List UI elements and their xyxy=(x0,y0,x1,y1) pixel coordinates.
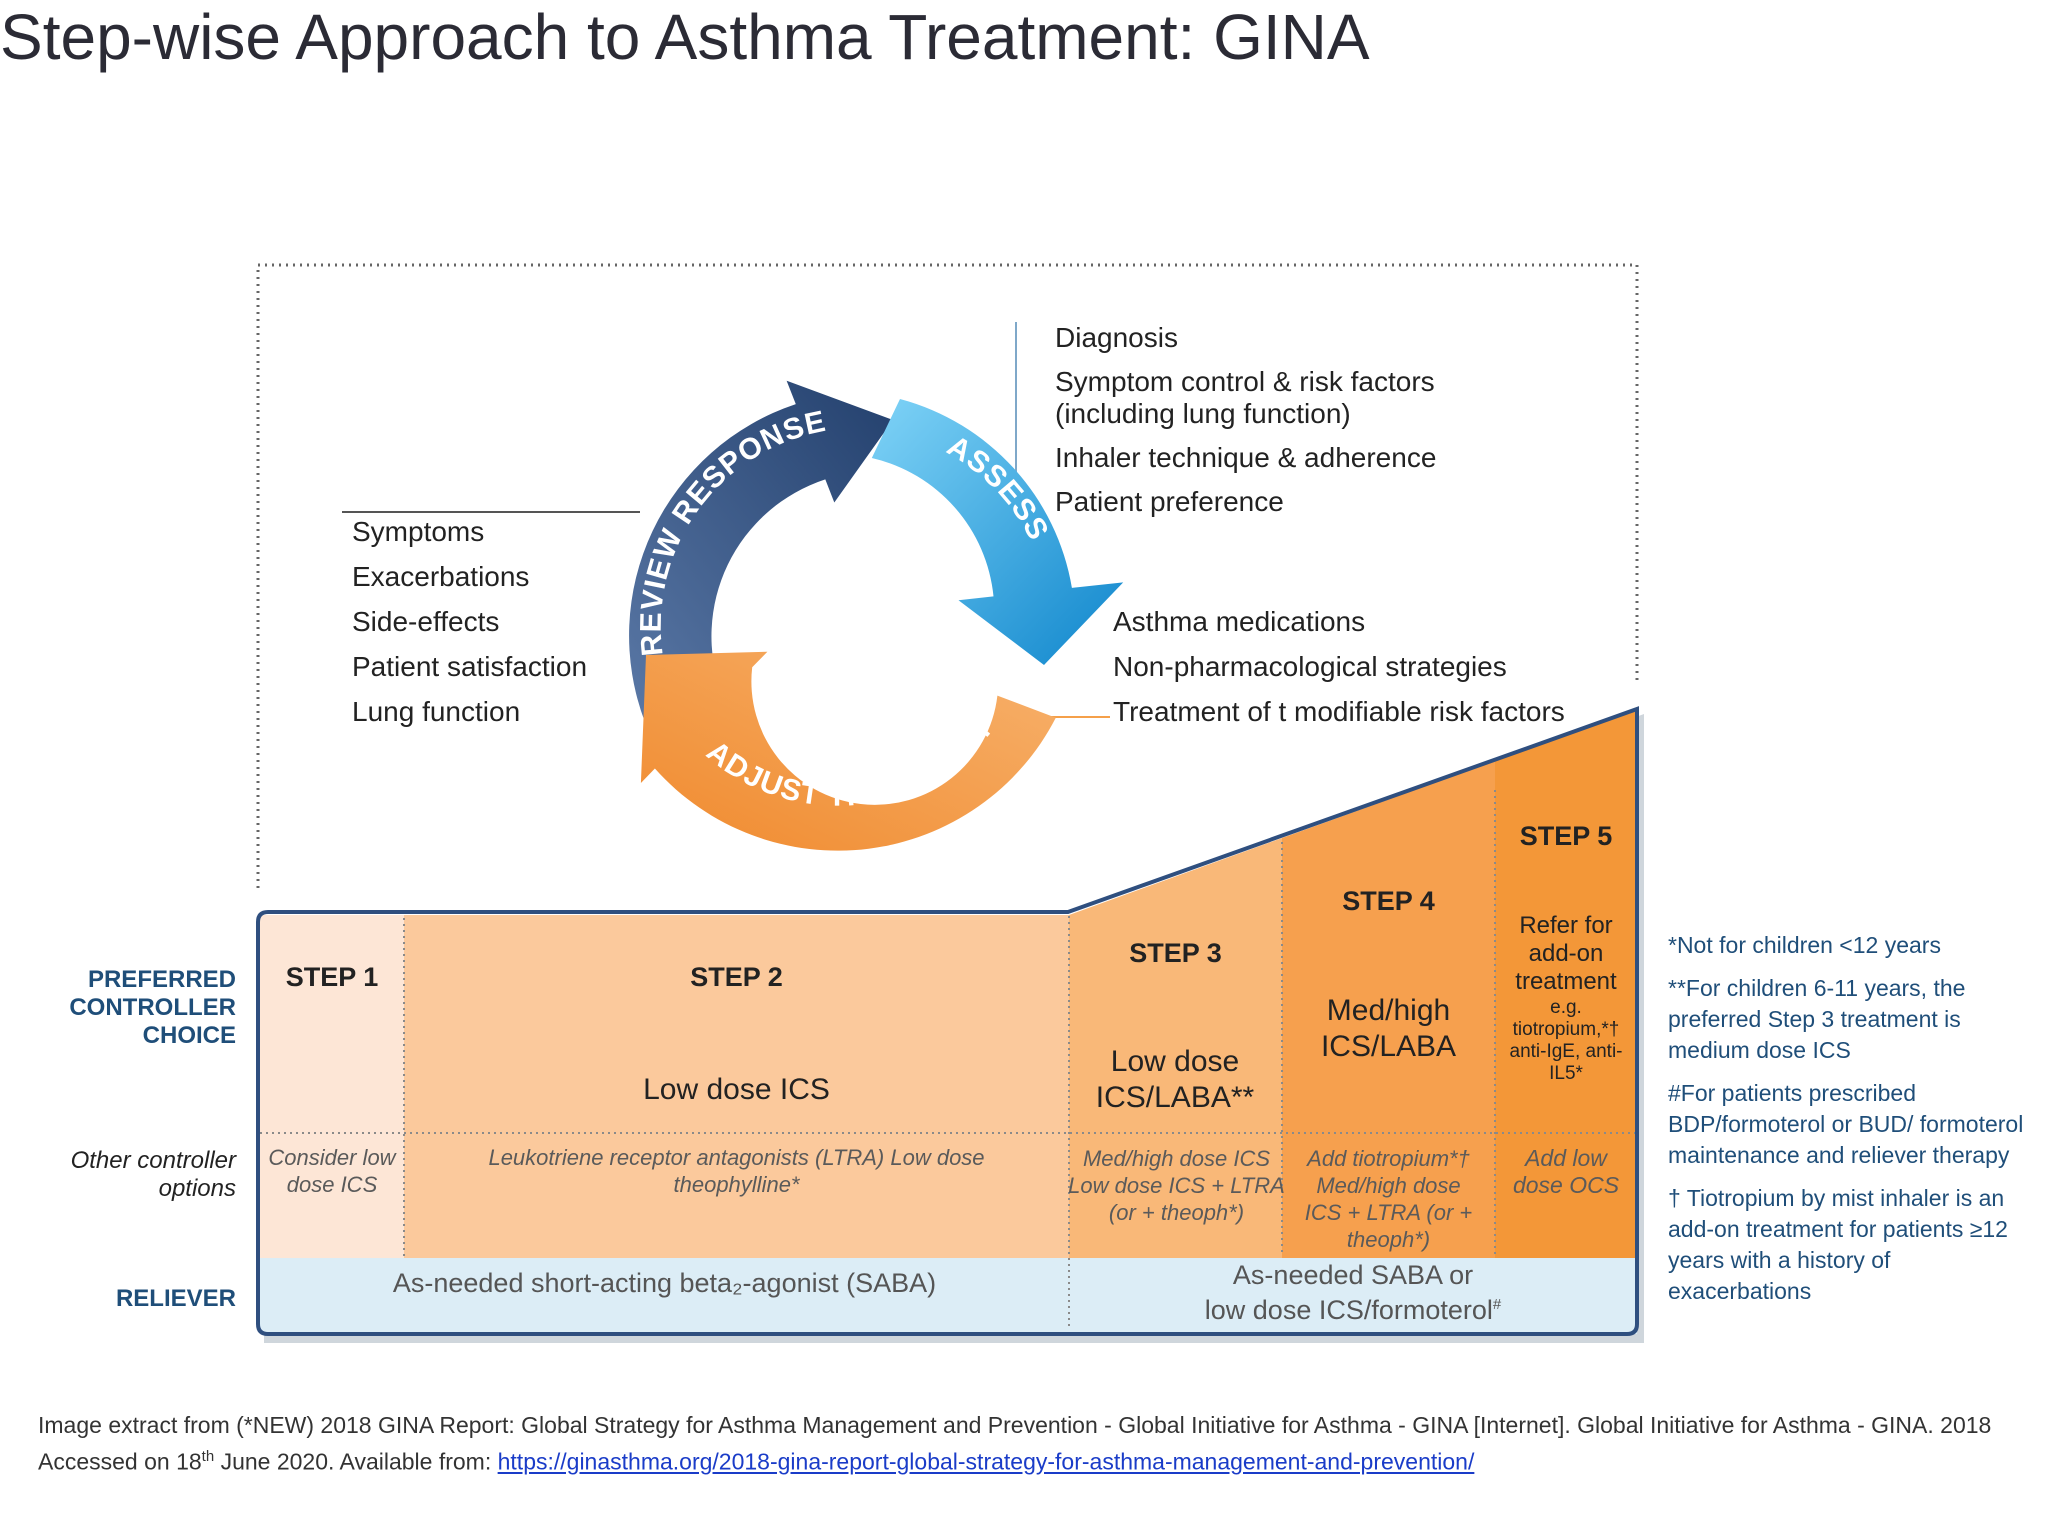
step2-fill xyxy=(404,915,1069,1258)
footnote: **For children 6-11 years, the preferred… xyxy=(1668,975,1966,1063)
footnote: † Tiotropium by mist inhaler is an add-o… xyxy=(1668,1185,2008,1304)
step4-title: STEP 4 xyxy=(1342,886,1435,916)
step5-preferred-detail: e.g. tiotropium,*† anti-IgE, anti-IL5* xyxy=(1509,997,1623,1084)
reliever-right-text: low dose ICS/formoterol xyxy=(1204,1295,1493,1325)
citation-text: Image extract from (*NEW) 2018 GINA Repo… xyxy=(38,1412,1992,1475)
row-label-preferred: PREFERRED CONTROLLER CHOICE xyxy=(69,966,236,1049)
review-item: Exacerbations xyxy=(352,561,530,592)
review-item: Patient satisfaction xyxy=(352,651,588,682)
step5-other: Add low dose OCS xyxy=(1512,1145,1620,1198)
reliever-row xyxy=(260,1258,1637,1334)
reliever-right-line1: As-needed SABA or xyxy=(1232,1260,1474,1290)
step1-other: Consider low dose ICS xyxy=(268,1145,396,1197)
review-item: Symptoms xyxy=(352,516,485,547)
step1-fill xyxy=(260,915,404,1258)
step5-fill xyxy=(1495,709,1637,1258)
review-list: Symptoms Exacerbations Side-effects Pati… xyxy=(352,516,652,741)
step4-other: Add tiotropium*† Med/high dose ICS + LTR… xyxy=(1304,1146,1473,1252)
citation-sup: th xyxy=(201,1448,215,1465)
reliever-left: As-needed short-acting beta₂-agonist (SA… xyxy=(392,1268,937,1298)
step5-preferred: Refer for add-on treatment xyxy=(1515,912,1617,995)
reliever-right-mark: # xyxy=(1492,1296,1502,1313)
assess-item: Diagnosis xyxy=(1055,322,1178,353)
citation-link[interactable]: https://ginasthma.org/2018-gina-report-g… xyxy=(497,1448,1475,1475)
assess-list: Diagnosis Symptom control & risk factors… xyxy=(1055,322,1475,530)
reliever-right-line2: low dose ICS/formoterol# xyxy=(1071,1290,1635,1325)
source-citation: Image extract from (*NEW) 2018 GINA Repo… xyxy=(38,1410,1998,1478)
step3-other: Med/high dose ICS Low dose ICS + LTRA (o… xyxy=(1068,1146,1285,1225)
citation-text-2: June 2020. Available from: xyxy=(214,1448,498,1475)
reliever-right: As-needed SABA or low dose ICS/formotero… xyxy=(1071,1260,1635,1325)
step5-title: STEP 5 xyxy=(1519,821,1613,851)
adjust-item: Asthma medications xyxy=(1113,606,1366,637)
step1-title: STEP 1 xyxy=(285,962,379,992)
review-response-arrow xyxy=(629,380,893,722)
adjust-item: Treatment of t modifiable risk factors xyxy=(1113,696,1565,727)
step4-preferred: Med/high ICS/LABA xyxy=(1320,994,1457,1063)
step2-preferred: Low dose ICS xyxy=(643,1073,830,1106)
assess-item: Patient preference xyxy=(1055,486,1284,517)
row-label-other: Other controller options xyxy=(70,1147,236,1202)
slide-title: Step-wise Approach to Asthma Treatment: … xyxy=(0,1,1370,73)
step3-title: STEP 3 xyxy=(1129,938,1222,968)
footnotes: *Not for children <12 years **For childr… xyxy=(1668,930,2038,1319)
review-item: Lung function xyxy=(352,696,521,727)
assess-item: Inhaler technique & adherence xyxy=(1055,442,1437,473)
assess-arrow xyxy=(871,399,1124,665)
row-label-reliever: RELIEVER xyxy=(115,1285,236,1312)
step3-fill xyxy=(1069,838,1282,1258)
assess-item: Symptom control & risk factors (includin… xyxy=(1055,366,1435,429)
step2-title: STEP 2 xyxy=(690,962,783,992)
review-item: Side-effects xyxy=(352,606,500,637)
step3-preferred: Low dose ICS/LABA** xyxy=(1095,1045,1255,1114)
adjust-list: Asthma medications Non-pharmacological s… xyxy=(1113,606,1633,741)
adjust-item: Non-pharmacological strategies xyxy=(1113,651,1507,682)
adjust-treatment-arrow xyxy=(640,651,1056,851)
steps-border xyxy=(256,706,1639,1336)
footnote: *Not for children <12 years xyxy=(1668,932,1941,958)
footnote: #For patients prescribed BDP/formoterol … xyxy=(1668,1080,2024,1168)
step2-other: Leukotriene receptor antagonists (LTRA) … xyxy=(488,1145,985,1197)
